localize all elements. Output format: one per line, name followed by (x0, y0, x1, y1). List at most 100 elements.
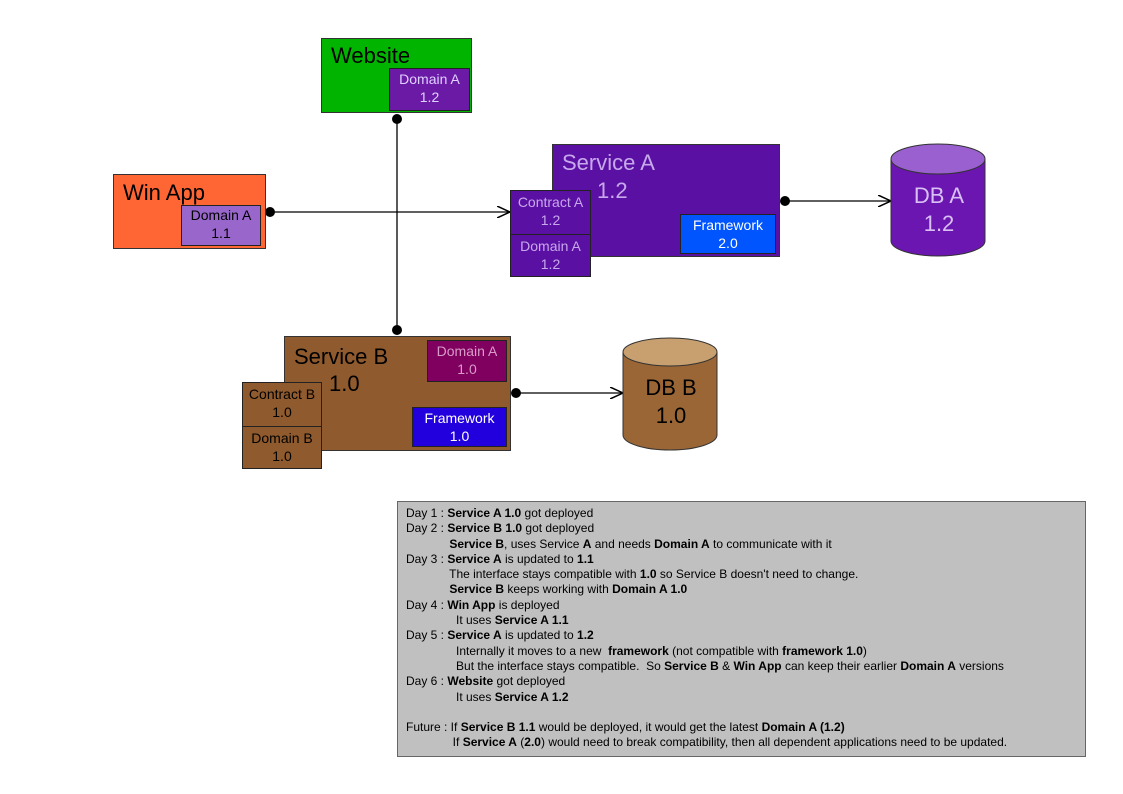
note-emphasis: Service A (462, 735, 517, 750)
note-text: If (406, 735, 463, 750)
win-app-domain-a-box: Domain A 1.1 (181, 205, 261, 246)
note-text: Day 3 : (406, 551, 448, 566)
service-b-db-connector-dot (511, 388, 521, 398)
service-b-version: 1.0 (329, 371, 360, 396)
note-line: But the interface stays compatible. So S… (406, 659, 1077, 674)
service-b-dep-domain-name: Domain A (436, 343, 498, 359)
service-b-framework-version: 1.0 (449, 428, 470, 444)
note-text: is deployed (495, 597, 560, 612)
note-text: can keep their earlier (781, 658, 901, 673)
note-emphasis: 1.2 (577, 628, 594, 643)
note-emphasis: Domain A (1.2) (761, 719, 845, 734)
service-a-contract-box: Contract A 1.2 (510, 190, 591, 235)
note-line: Day 1 : Service A 1.0 got deployed (406, 506, 1077, 521)
note-text: , uses Service (504, 536, 583, 551)
website-connector-dot (392, 114, 402, 124)
website-domain-version: 1.2 (419, 89, 440, 105)
note-text: It uses (406, 613, 495, 628)
note-text: (not compatible with (668, 643, 783, 658)
service-b-connector-dot (392, 325, 402, 335)
service-a-version: 1.2 (597, 178, 628, 203)
note-line: Service B, uses Service A and needs Doma… (406, 537, 1077, 552)
note-emphasis: Service B 1.1 (460, 719, 536, 734)
note-text: Day 4 : (406, 597, 448, 612)
note-text: ) (862, 643, 867, 658)
service-b-contract-name: Contract B (248, 386, 316, 402)
service-b-contract-version: 1.0 (272, 404, 292, 420)
service-b-framework-box: Framework 1.0 (412, 407, 507, 447)
note-text: It uses (406, 689, 495, 704)
service-a-domain-name: Domain A (520, 238, 581, 254)
note-emphasis: Service B (449, 582, 505, 597)
note-text: got deployed (521, 506, 594, 520)
note-line: Day 3 : Service A is updated to 1.1 (406, 552, 1077, 567)
service-b-domain-version: 1.0 (272, 448, 292, 464)
service-a-db-connector-dot (780, 196, 790, 206)
note-text: is updated to (501, 628, 578, 643)
note-text: Day 5 : (406, 628, 448, 643)
win-app-domain-version: 1.1 (211, 225, 231, 241)
service-b-domain-name: Domain B (251, 430, 313, 446)
note-emphasis: framework 1.0 (782, 643, 863, 658)
note-text: and needs (591, 536, 655, 551)
note-emphasis: Service B (664, 658, 719, 673)
note-text: ) would need to break compatibility, the… (540, 735, 1008, 750)
note-emphasis: Domain A (654, 536, 710, 551)
note-emphasis: Service A (447, 628, 502, 643)
note-text: Day 6 : (406, 674, 448, 689)
note-emphasis: 1.0 (639, 567, 657, 582)
note-text: But the interface stays compatible. So (406, 658, 665, 673)
note-emphasis: Win App (447, 597, 496, 612)
note-text (406, 582, 449, 596)
note-line: Day 5 : Service A is updated to 1.2 (406, 628, 1077, 643)
note-text: Internally it moves to a new (406, 643, 609, 658)
note-line (406, 705, 1077, 720)
win-app-title: Win App (123, 180, 205, 205)
service-a-domain-version: 1.2 (540, 256, 561, 272)
win-app-domain-name: Domain A (190, 207, 252, 223)
note-emphasis: Domain A 1.0 (612, 582, 688, 597)
note-line: It uses Service A 1.2 (406, 690, 1077, 705)
note-text: Future : If (406, 719, 461, 734)
website-title: Website (331, 43, 411, 68)
note-text: Day 1 : (406, 506, 448, 520)
note-emphasis: 2.0 (524, 735, 541, 750)
service-b-framework-name: Framework (424, 410, 495, 426)
service-a-framework-version: 2.0 (718, 235, 738, 251)
note-emphasis: Service A 1.0 (447, 506, 522, 520)
note-line: Service B keeps working with Domain A 1.… (406, 582, 1077, 597)
note-text: got deployed (493, 674, 566, 689)
service-b-dep-domain-version: 1.0 (457, 361, 477, 377)
note-emphasis: A (582, 536, 592, 551)
service-a-contract-version: 1.2 (540, 212, 561, 228)
note-line: Day 4 : Win App is deployed (406, 598, 1077, 613)
db-b-name: DB B (645, 375, 697, 400)
note-line: Internally it moves to a new framework (… (406, 644, 1077, 659)
db-b-cylinder (622, 337, 718, 451)
service-a-title: Service A (562, 150, 655, 175)
website-domain-name: Domain A (399, 71, 460, 87)
win-app-connector-dot (265, 207, 275, 217)
note-text: keeps working with (504, 582, 613, 597)
db-a-label: DB A 1.2 (889, 182, 989, 237)
db-b-version: 1.0 (655, 402, 687, 428)
note-text: got deployed (522, 521, 595, 536)
note-emphasis: Service A 1.1 (494, 613, 569, 628)
service-b-domain-box: Domain B 1.0 (242, 426, 322, 469)
note-line: If Service A (2.0) would need to break c… (406, 735, 1077, 750)
note-text: to communicate with it (709, 536, 832, 551)
note-text (406, 537, 449, 551)
note-line: The interface stays compatible with 1.0 … (406, 567, 1077, 582)
note-emphasis: Service A (447, 551, 502, 566)
note-text: is updated to (501, 551, 578, 566)
service-a-framework-name: Framework (692, 217, 763, 233)
service-b-domain-a-box: Domain A 1.0 (427, 340, 507, 382)
note-line: Future : If Service B 1.1 would be deplo… (406, 720, 1077, 735)
note-text: & (718, 658, 734, 673)
db-b-label: DB B 1.0 (621, 374, 721, 429)
note-emphasis: Website (447, 674, 494, 689)
note-line: Day 6 : Website got deployed (406, 674, 1077, 689)
note-text: The interface stays compatible with (406, 567, 640, 582)
note-emphasis: 1.1 (577, 551, 594, 566)
service-b-contract-box: Contract B 1.0 (242, 382, 322, 427)
